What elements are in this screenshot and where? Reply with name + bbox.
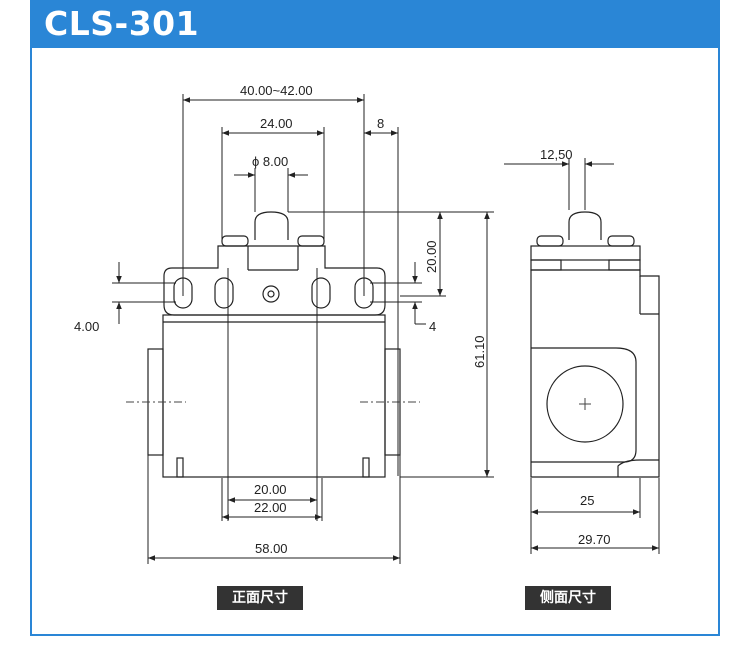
dim-24: 24.00 [260, 116, 293, 131]
front-view-caption: 正面尺寸 [217, 586, 303, 610]
dim-4-left: 4.00 [74, 319, 99, 334]
side-view [530, 211, 660, 478]
dim-58: 58.00 [255, 541, 288, 556]
dim-25: 25 [580, 493, 594, 508]
side-dimension-lines [504, 158, 660, 554]
dim-8: 8 [377, 116, 384, 131]
front-view [147, 211, 401, 478]
side-view-caption: 侧面尺寸 [525, 586, 611, 610]
dim-61-10: 61.10 [472, 335, 487, 368]
frame-border [30, 0, 720, 636]
dim-20-vertical: 20.00 [424, 240, 439, 273]
dim-40-42: 40.00~42.00 [240, 83, 313, 98]
dim-4-right: 4 [429, 319, 436, 334]
dim-29-70: 29.70 [578, 532, 611, 547]
front-dimension-lines [112, 94, 494, 564]
dim-20-bottom: 20.00 [254, 482, 287, 497]
page-title: CLS-301 [44, 4, 200, 43]
dim-22: 22.00 [254, 500, 287, 515]
title-bar: CLS-301 [30, 0, 720, 48]
dim-12-50: 12,50 [540, 147, 573, 162]
dim-phi-8: ϕ 8.00 [252, 154, 288, 169]
side-crosshair [579, 398, 591, 410]
